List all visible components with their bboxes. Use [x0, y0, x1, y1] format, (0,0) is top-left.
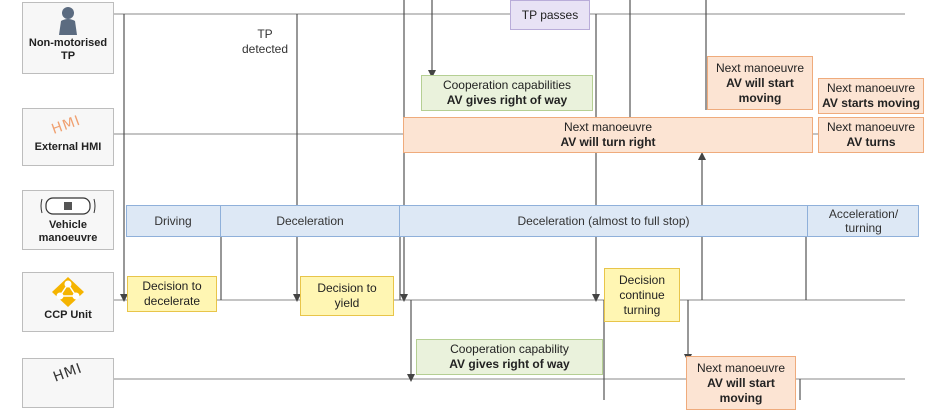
ext-next-turn-box: Next manoeuvre AV will turn right — [403, 117, 813, 153]
coop-bottom-line1: Cooperation capability — [450, 342, 569, 356]
actor-vehicle: Vehicle manoeuvre — [22, 190, 114, 250]
next-bottom-line2: AV will start — [707, 375, 775, 390]
next-starts-line1: Next manoeuvre — [826, 81, 916, 95]
ccp-network-icon — [52, 277, 84, 307]
sequence-diagram: Non-motorised TP HMI External HMI Vehicl… — [22, 0, 924, 410]
phase-deceleration: Deceleration — [221, 205, 400, 237]
coop-top-line2: AV gives right of way — [446, 93, 568, 107]
actor-tp: Non-motorised TP — [22, 2, 114, 74]
actor-ext-hmi-label: External HMI — [34, 141, 102, 153]
decision-decelerate-box: Decision to decelerate — [127, 276, 217, 312]
decision-decelerate-line2: decelerate — [143, 294, 201, 308]
phase-acceleration: Acceleration/ turning — [808, 205, 919, 237]
hmi-icon-2: HMI — [51, 360, 85, 386]
phase-deceleration-label: Deceleration — [276, 214, 344, 228]
actor-ccp: CCP Unit — [22, 272, 114, 332]
diagram-connectors — [114, 0, 905, 400]
decision-continue-line1: Decision — [618, 272, 666, 287]
next-start-line1: Next manoeuvre — [715, 60, 805, 75]
tp-detected-2: detected — [241, 42, 289, 56]
actor-vehicle-label-1: Vehicle — [49, 219, 87, 231]
phase-accel-line2: turning — [845, 221, 882, 235]
coop-bottom-line2: AV gives right of way — [449, 357, 570, 371]
phase-full-stop-label: Deceleration (almost to full stop) — [517, 214, 690, 228]
ext-turns-box: Next manoeuvre AV turns — [818, 117, 924, 153]
next-starts-line2: AV starts moving — [822, 96, 920, 110]
actor-hmi: HMI — [22, 358, 114, 408]
vehicle-phase-bar — [126, 205, 919, 237]
actor-ccp-label: CCP Unit — [44, 309, 92, 321]
decision-continue-line3: turning — [623, 302, 661, 317]
car-top-view-icon — [40, 197, 96, 215]
ext-next-turn-line2: AV will turn right — [560, 135, 656, 149]
next-start-box: Next manoeuvre AV will start moving — [707, 56, 813, 110]
tp-passes-box: TP passes — [510, 0, 590, 30]
next-start-line2: AV will start — [726, 75, 794, 90]
tp-detected-1: TP — [257, 27, 273, 41]
decision-continue-line2: continue — [619, 287, 665, 302]
next-bottom-line3: moving — [719, 390, 763, 405]
pedestrian-icon — [59, 7, 77, 35]
actor-vehicle-label-2: manoeuvre — [38, 232, 98, 244]
decision-yield-line2: yield — [334, 296, 360, 310]
decision-yield-box: Decision to yield — [300, 276, 394, 316]
ext-turns-line1: Next manoeuvre — [826, 120, 916, 134]
actor-tp-label-1: Non-motorised — [28, 37, 108, 49]
next-bottom-line1: Next manoeuvre — [696, 360, 786, 375]
phase-driving-label: Driving — [154, 214, 192, 228]
actor-tp-label-2: TP — [60, 50, 76, 62]
phase-full-stop: Deceleration (almost to full stop) — [400, 205, 808, 237]
coop-top-line1: Cooperation capabilities — [442, 78, 572, 92]
decision-decelerate-line1: Decision to — [142, 279, 202, 293]
next-starts-box: Next manoeuvre AV starts moving — [818, 78, 924, 114]
tp-passes-label: TP passes — [521, 7, 579, 22]
tp-detected-label: TP detected — [232, 27, 298, 57]
coop-top-box: Cooperation capabilities AV gives right … — [421, 75, 593, 111]
phase-driving: Driving — [126, 205, 221, 237]
ext-next-turn-line1: Next manoeuvre — [563, 120, 653, 134]
ext-turns-line2: AV turns — [846, 135, 896, 149]
decision-continue-box: Decision continue turning — [604, 268, 680, 322]
coop-bottom-box: Cooperation capability AV gives right of… — [416, 339, 603, 375]
decision-yield-line1: Decision to — [317, 281, 377, 295]
phase-accel-line1: Acceleration/ — [828, 207, 899, 221]
next-bottom-box: Next manoeuvre AV will start moving — [686, 356, 796, 410]
next-start-line3: moving — [738, 90, 782, 105]
actor-external-hmi: HMI External HMI — [22, 108, 114, 166]
